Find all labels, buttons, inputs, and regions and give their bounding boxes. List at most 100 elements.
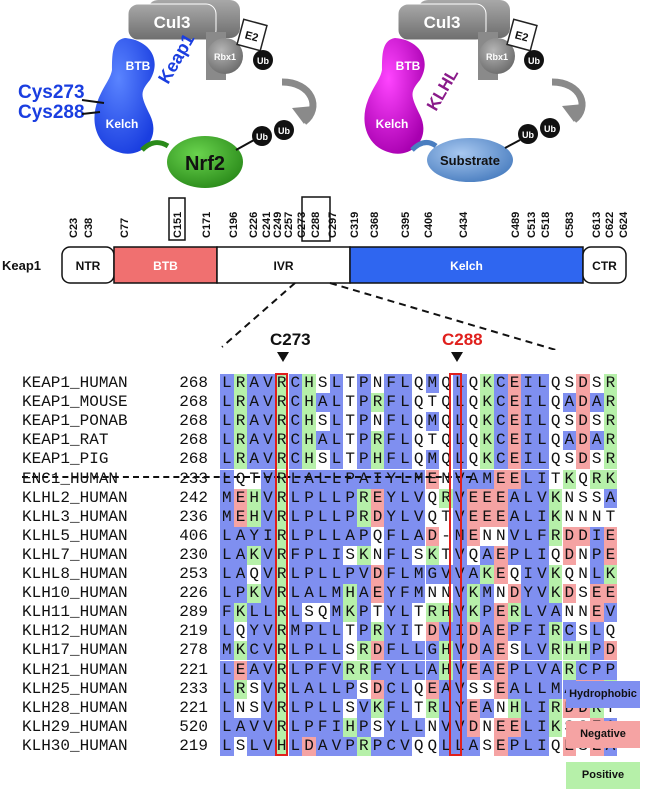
residue: A [247, 660, 262, 680]
residue: F [384, 641, 399, 661]
sequence-start: 268 [179, 431, 208, 450]
residue: E [480, 488, 494, 508]
residue: L [288, 660, 303, 680]
residue: P [357, 431, 371, 451]
cul3-label-right: Cul3 [424, 13, 461, 32]
residue: S [345, 698, 355, 717]
residue: P [480, 603, 494, 623]
residue: M [425, 450, 440, 470]
klhl-body-shape [364, 38, 425, 154]
residue: E [494, 488, 508, 508]
residue: L [315, 545, 330, 565]
residue: V [535, 641, 549, 661]
residue: L [315, 469, 330, 489]
residue: R [562, 660, 577, 680]
residue: V [261, 393, 275, 413]
residue: A [466, 736, 481, 756]
residue: R [274, 717, 289, 737]
klhl-kelch-label: Kelch [376, 117, 409, 131]
residue: L [220, 374, 234, 393]
residue: R [274, 412, 289, 432]
residue: V [329, 736, 344, 756]
residue: A [315, 431, 330, 451]
cys-label-c241: C241 [261, 212, 273, 238]
residue: E [494, 736, 508, 756]
residue: L [521, 526, 536, 546]
keap1-complex: Cul3 Rbx1 E2 Ub BTB Kelch Keap1 Cys273 C… [18, 0, 317, 188]
residue: A [233, 526, 248, 546]
ub-circle-right [524, 50, 544, 70]
residue: E [233, 660, 248, 680]
residue: H [302, 412, 316, 432]
residue: P [302, 660, 316, 680]
residue: K [233, 641, 248, 661]
residue: S [249, 698, 260, 717]
zoom-line-left [221, 282, 296, 348]
residue: P [603, 660, 618, 680]
residue: N [578, 545, 588, 564]
sequence-name: KLHL8_HUMAN [22, 565, 128, 583]
residue: M [220, 488, 234, 508]
residue: T [441, 545, 451, 564]
residue: N [578, 603, 588, 622]
residue: L [452, 736, 467, 756]
residue: D [466, 622, 481, 642]
sequence-name: KLH29_HUMAN [22, 717, 128, 736]
residue: Q [441, 412, 451, 431]
residue: L [452, 450, 467, 470]
residue: S [578, 488, 588, 507]
sequence-name: KLH12_HUMAN [22, 622, 128, 641]
residue: R [548, 622, 563, 642]
residue: N [441, 584, 451, 603]
cys-label-c613: C613 [591, 212, 603, 238]
legend-positive: Positive [566, 762, 640, 789]
residue: M [329, 603, 344, 623]
transfer-arrow-right [551, 78, 586, 123]
cys-label-c196: C196 [228, 212, 240, 238]
residue: C [494, 450, 508, 470]
residue: S [591, 450, 602, 469]
residue: L [329, 698, 344, 718]
residue: R [603, 450, 618, 470]
residue: N [564, 488, 575, 507]
e2-shape-right [506, 18, 538, 52]
residue: V [398, 736, 412, 756]
transfer-arrow [281, 78, 317, 125]
residue: L [398, 565, 412, 584]
residue: L [398, 660, 412, 680]
residue: E [233, 507, 248, 527]
residue: L [315, 679, 330, 699]
residue: K [247, 584, 262, 604]
residue: P [357, 374, 371, 393]
residue: L [398, 469, 412, 489]
residue: L [411, 641, 426, 661]
residue: H [302, 450, 316, 470]
residue: L [288, 641, 303, 661]
residue: L [220, 450, 234, 470]
residue: V [452, 469, 467, 489]
residue: F [384, 431, 399, 451]
legend-hydrophobic: Hydrophobic [566, 681, 640, 708]
residue: E [507, 374, 522, 393]
residue: S [482, 736, 492, 755]
domain-label-ivr: IVR [273, 259, 293, 273]
residue: T [345, 374, 355, 392]
residue: E [466, 488, 481, 508]
cys-label-c319: C319 [349, 212, 361, 238]
residue: L [398, 450, 412, 470]
alignment-row: KLH28_HUMAN221LNSVRLPLLSVKFLTRLYEANHLIRD… [0, 698, 650, 718]
residue: Q [564, 565, 575, 583]
nrf2-label: Nrf2 [185, 153, 225, 175]
residue: L [398, 431, 412, 451]
residue: Q [509, 565, 520, 583]
ub-chain-1 [252, 126, 272, 146]
residue: P [233, 584, 248, 604]
residue: Q [550, 545, 561, 564]
residue: L [589, 565, 604, 584]
residue: L [521, 679, 536, 699]
